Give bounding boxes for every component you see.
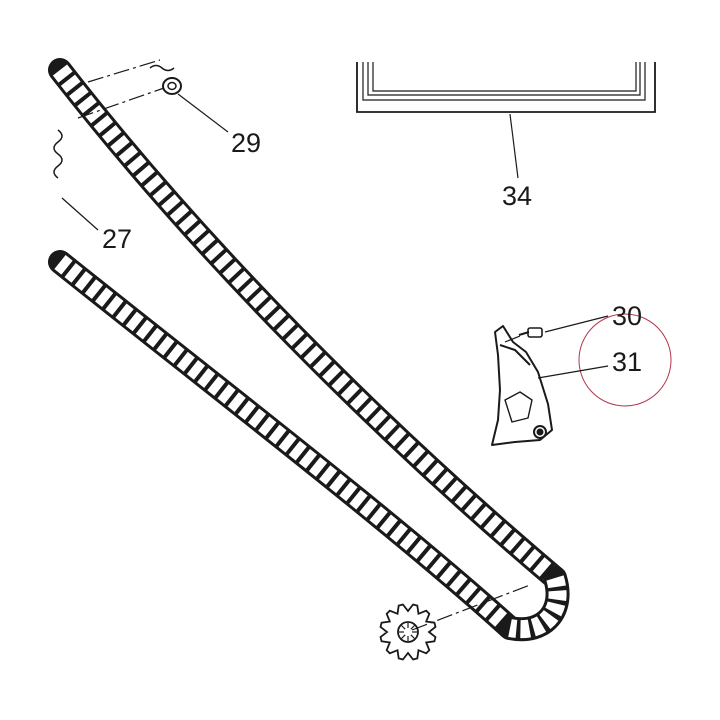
highlight-circle xyxy=(578,313,672,407)
assembly-line-sprocket xyxy=(411,584,531,631)
leader-27 xyxy=(61,197,99,231)
sprocket-spline xyxy=(410,625,415,630)
callout-29: 29 xyxy=(231,128,261,158)
leader-29 xyxy=(177,93,229,133)
chain-lower-run-plates xyxy=(54,254,517,635)
assembly-line-29 xyxy=(77,87,165,119)
roller-chain xyxy=(48,58,570,642)
sprocket-spline xyxy=(410,634,415,639)
callout-27: 27 xyxy=(102,224,132,254)
screw-part-30 xyxy=(518,327,543,338)
part-27-fragment xyxy=(53,64,175,179)
panel-part-34 xyxy=(356,62,656,113)
assembly-line-30 xyxy=(504,335,521,343)
chain-upper-run-plates xyxy=(52,64,561,585)
sprocket-spline xyxy=(401,625,406,630)
nut-part-29 xyxy=(162,77,182,95)
sprocket-spline xyxy=(401,634,406,639)
callout-31: 31 xyxy=(612,347,642,377)
callout-34: 34 xyxy=(502,181,532,211)
callout-30: 30 xyxy=(612,301,642,331)
assembly-line-top xyxy=(87,59,161,83)
leader-31 xyxy=(537,365,609,379)
chain-guard-part-31 xyxy=(491,325,553,446)
leader-30 xyxy=(544,315,609,333)
sprocket xyxy=(379,603,437,661)
leader-34 xyxy=(509,113,519,179)
